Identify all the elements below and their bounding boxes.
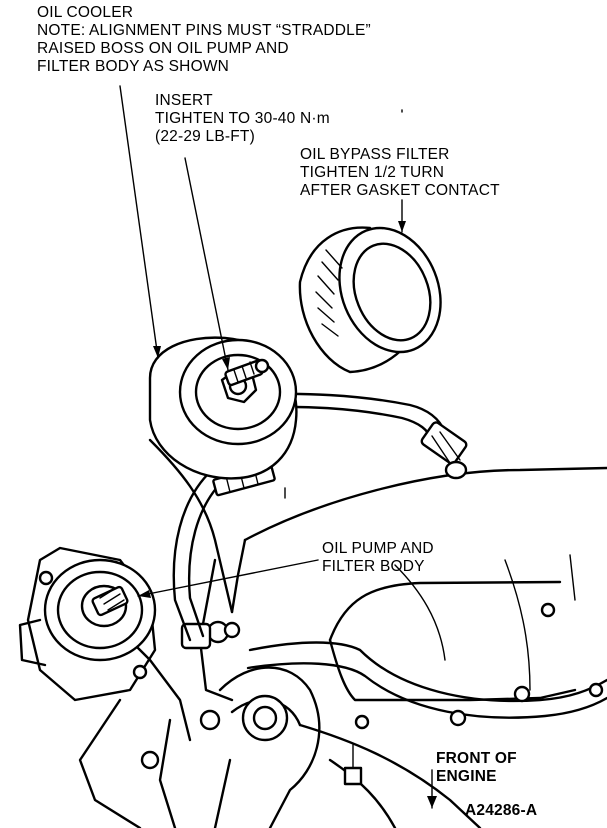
front-of-engine-callout: FRONT OF ENGINE bbox=[436, 750, 517, 786]
leader-lines bbox=[119, 85, 437, 809]
insert-callout-line-3: (22-29 LB-FT) bbox=[155, 128, 255, 145]
bypass-filter-callout-line-2: TIGHTEN 1/2 TURN bbox=[300, 164, 445, 181]
front-of-engine-callout-line-2: ENGINE bbox=[436, 768, 497, 785]
oil-cooler-callout: OIL COOLER NOTE: ALIGNMENT PINS MUST “ST… bbox=[37, 4, 371, 76]
oil-cooler-callout-line-2: NOTE: ALIGNMENT PINS MUST “STRADDLE” bbox=[37, 22, 371, 39]
oil-bypass-filter bbox=[298, 226, 442, 374]
engine-block bbox=[78, 438, 482, 828]
insert-stud bbox=[224, 358, 270, 387]
oil-cooler-callout-line-3: RAISED BOSS ON OIL PUMP AND bbox=[37, 40, 289, 57]
bypass-filter-callout: OIL BYPASS FILTER TIGHTEN 1/2 TURN AFTER… bbox=[300, 146, 500, 200]
bypass-filter-callout-line-1: OIL BYPASS FILTER bbox=[300, 146, 450, 163]
oil-cooler-callout-line-4: FILTER BODY AS SHOWN bbox=[37, 58, 230, 75]
oil-pump-filter-body bbox=[18, 546, 157, 702]
oil-cooler-callout-line-1: OIL COOLER bbox=[37, 4, 134, 21]
pump-body-callout-line-2: FILTER BODY bbox=[322, 558, 425, 575]
oil-pan bbox=[230, 466, 607, 730]
bypass-filter-callout-line-3: AFTER GASKET CONTACT bbox=[300, 182, 500, 199]
figure-id-label: A24286-A bbox=[465, 802, 538, 819]
pump-body-callout: OIL PUMP AND FILTER BODY bbox=[322, 540, 434, 576]
oil-cooler-lines bbox=[172, 392, 468, 642]
front-of-engine-callout-line-1: FRONT OF bbox=[436, 750, 517, 767]
insert-callout-line-2: TIGHTEN TO 30-40 N·m bbox=[155, 110, 330, 127]
insert-callout: INSERT TIGHTEN TO 30-40 N·m (22-29 LB-FT… bbox=[155, 92, 330, 146]
pump-body-callout-line-1: OIL PUMP AND bbox=[322, 540, 434, 557]
insert-callout-line-1: INSERT bbox=[155, 92, 213, 109]
